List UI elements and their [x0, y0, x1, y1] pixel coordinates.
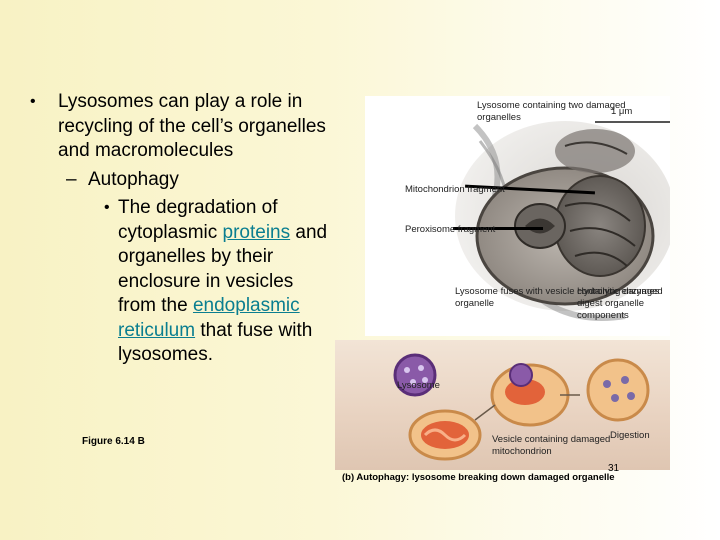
label-scale: 1 μm: [611, 106, 633, 117]
label-peroxisome: Peroxisome fragment: [405, 224, 496, 235]
page-number: 31: [608, 463, 620, 474]
label-fuses: Lysosome fuses with vesicle containing d…: [455, 286, 663, 309]
label-lysosome: Lysosome: [397, 380, 440, 391]
bullet-main: Lysosomes can play a role in recycling o…: [30, 90, 330, 164]
label-hydrolytic: Hydrolytic enzymes digest organelle comp…: [577, 286, 660, 321]
label-vesicle: Vesicle containing damaged mitochondrion: [492, 434, 611, 457]
detail-text-2: and organelles by their enclosure in ves…: [118, 221, 328, 317]
bullet-detail: The degradation of cytoplasmic proteins …: [30, 196, 330, 368]
bullet-list: Lysosomes can play a role in recycling o…: [30, 90, 330, 368]
label-lysosome-containing: Lysosome containing two damaged organell…: [477, 100, 626, 123]
label-mitochondrion: Mitochondrion fragment: [405, 184, 505, 195]
detail-text-1: The degradation of cytoplasmic: [118, 197, 278, 243]
proteins-link[interactable]: proteins: [222, 221, 291, 243]
autophagy-figure: Lysosome containing two damaged organell…: [335, 96, 670, 470]
label-digestion: Digestion: [610, 430, 650, 441]
illustration-image: [393, 353, 650, 461]
detail-text-3: that fuse with lysosomes.: [118, 319, 313, 366]
figure-caption: Figure 6.14 B: [82, 436, 145, 447]
endoplasmic-reticulum-link[interactable]: endoplasmic reticulum: [118, 295, 300, 341]
figure-bottom-caption: (b) Autophagy: lysosome breaking down da…: [342, 472, 615, 483]
micrograph: Lysosome containing two damaged organell…: [365, 96, 670, 336]
scale-bar: [595, 121, 670, 123]
pointer-line-peroxisome: [453, 227, 543, 230]
bullet-sub: Autophagy: [30, 168, 330, 193]
autophagy-illustration: Lysosome Digestion Vesicle containing da…: [335, 340, 670, 470]
micrograph-image: [365, 96, 670, 336]
